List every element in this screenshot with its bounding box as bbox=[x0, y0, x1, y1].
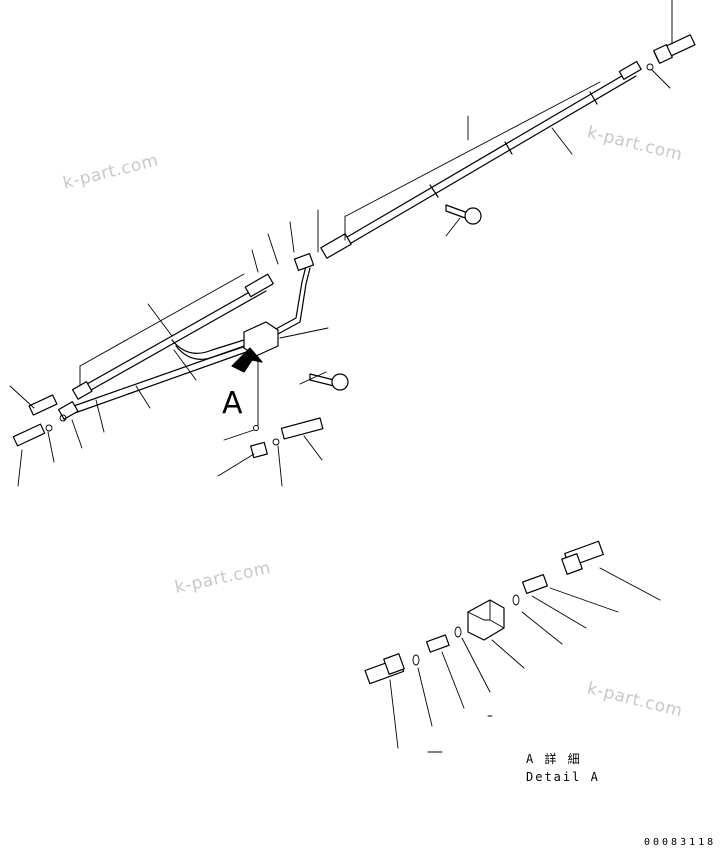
view-label-a: A bbox=[222, 386, 243, 421]
detail-caption: A 詳 細 Detail A bbox=[526, 750, 600, 786]
lower-hose-assembly bbox=[12, 253, 349, 459]
detail-caption-jp: A 詳 細 bbox=[526, 752, 582, 766]
upper-hose-assembly bbox=[320, 34, 696, 259]
leader-lines bbox=[9, 0, 673, 487]
detail-a-exploded bbox=[364, 540, 661, 753]
detail-caption-en: Detail A bbox=[526, 770, 600, 784]
drawing-code: 00083118 bbox=[644, 837, 717, 848]
